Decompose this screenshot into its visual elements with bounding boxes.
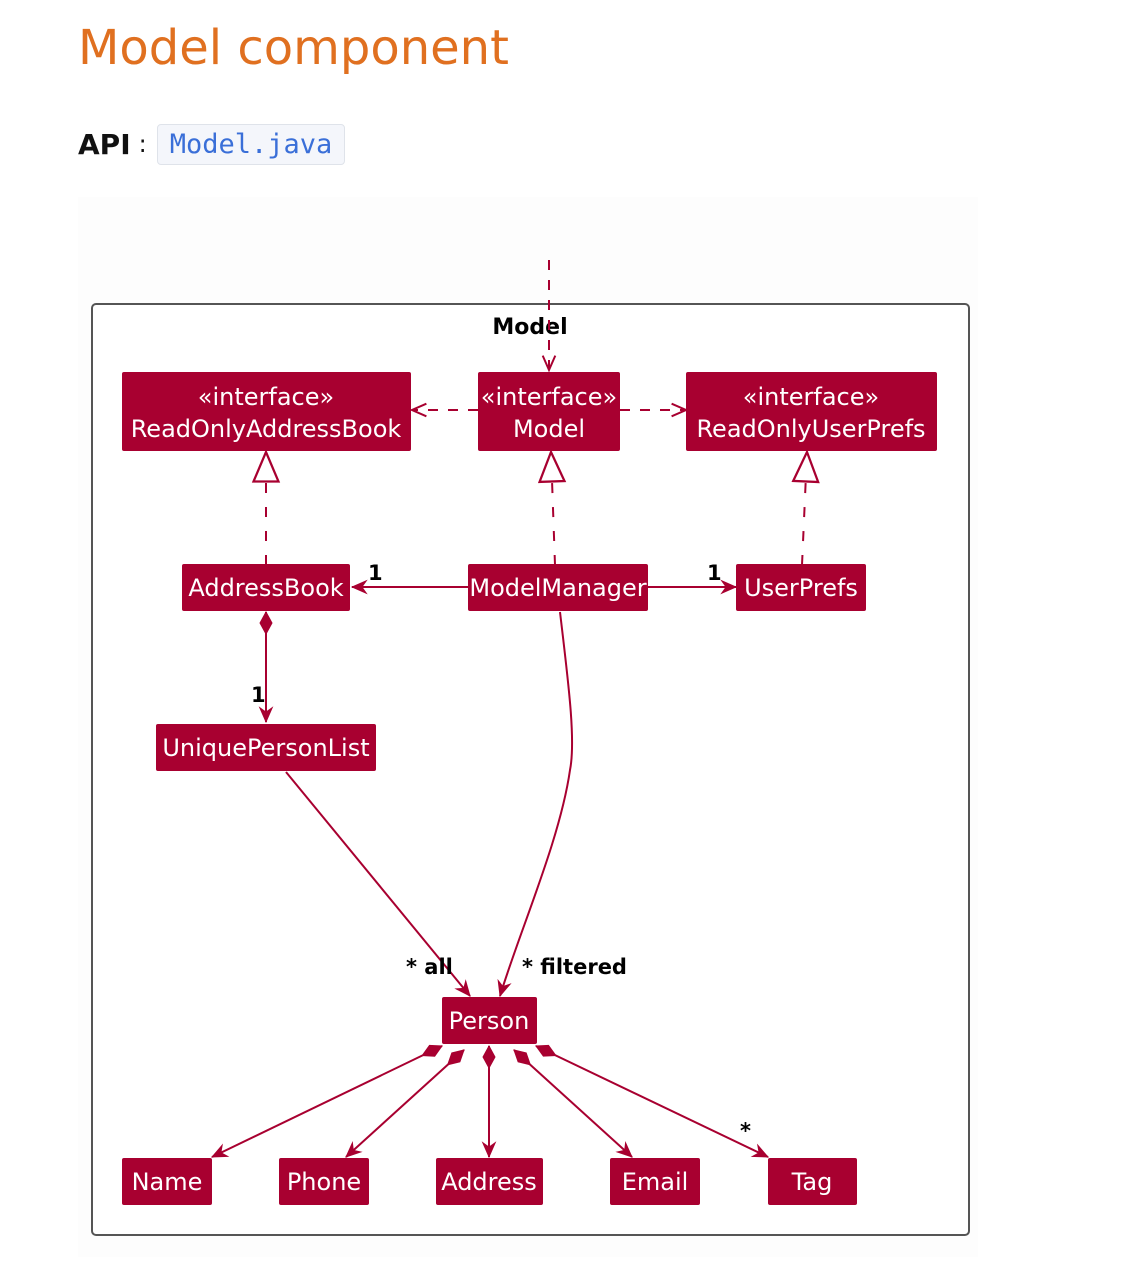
uniquepersonlist-name: UniquePersonList [162, 734, 369, 762]
uniquepersonlist-to-person-all [285, 771, 471, 997]
api-label: API [78, 127, 131, 161]
address-class-name: Address [441, 1168, 537, 1196]
model-stereotype: «interface» [481, 383, 617, 411]
model-package-title: Model [492, 315, 567, 340]
class-phone: Phone [279, 1158, 369, 1205]
addressbook-name: AddressBook [188, 574, 343, 602]
userprefs-name: UserPrefs [744, 574, 858, 602]
person-to-tag-composition [536, 1046, 768, 1158]
class-email: Email [610, 1158, 700, 1205]
class-tag: Tag [768, 1158, 857, 1205]
tag-multiplicity: * [740, 1119, 751, 1143]
page-title: Model component [78, 20, 509, 76]
modelmanager-realizes-model [551, 452, 555, 566]
api-separator: : [138, 130, 147, 158]
person-all-multiplicity: * all [406, 955, 453, 979]
model-java-link[interactable]: Model.java [156, 123, 346, 165]
class-person: Person [442, 997, 537, 1044]
tag-class-name: Tag [791, 1168, 833, 1196]
person-to-phone-composition [346, 1049, 464, 1157]
model-class-diagram: Model «interface» ReadOnlyAddressBook [78, 197, 978, 1257]
userprefs-realizes-readonlyuserprefs [802, 452, 807, 566]
api-line: API : Model.java [78, 122, 346, 166]
readonlyaddressbook-name: ReadOnlyAddressBook [131, 415, 402, 443]
class-modelmanager: ModelManager [468, 564, 648, 611]
uml-diagram-svg: Model «interface» ReadOnlyAddressBook [91, 260, 970, 1236]
addressbook-multiplicity: 1 [368, 561, 383, 585]
class-readonlyaddressbook: «interface» ReadOnlyAddressBook [122, 372, 411, 451]
modelmanager-name: ModelManager [469, 574, 646, 602]
name-class-name: Name [132, 1168, 203, 1196]
email-class-name: Email [622, 1168, 689, 1196]
modelmanager-to-person-filtered [497, 611, 574, 998]
person-name: Person [449, 1007, 530, 1035]
class-uniquepersonlist: UniquePersonList [156, 724, 376, 771]
class-userprefs: UserPrefs [736, 564, 866, 611]
class-address: Address [436, 1158, 543, 1205]
person-filtered-multiplicity: * filtered [522, 955, 627, 979]
model-name: Model [513, 415, 585, 443]
phone-class-name: Phone [287, 1168, 361, 1196]
userprefs-multiplicity: 1 [707, 561, 722, 585]
readonlyuserprefs-stereotype: «interface» [743, 383, 879, 411]
class-addressbook: AddressBook [182, 564, 350, 611]
uniquepersonlist-multiplicity: 1 [251, 683, 266, 707]
readonlyaddressbook-stereotype: «interface» [198, 383, 334, 411]
class-model: «interface» Model [478, 372, 620, 451]
model-package-frame [91, 303, 970, 1236]
class-name: Name [122, 1158, 212, 1205]
readonlyuserprefs-name: ReadOnlyUserPrefs [696, 415, 925, 443]
class-readonlyuserprefs: «interface» ReadOnlyUserPrefs [686, 372, 937, 451]
